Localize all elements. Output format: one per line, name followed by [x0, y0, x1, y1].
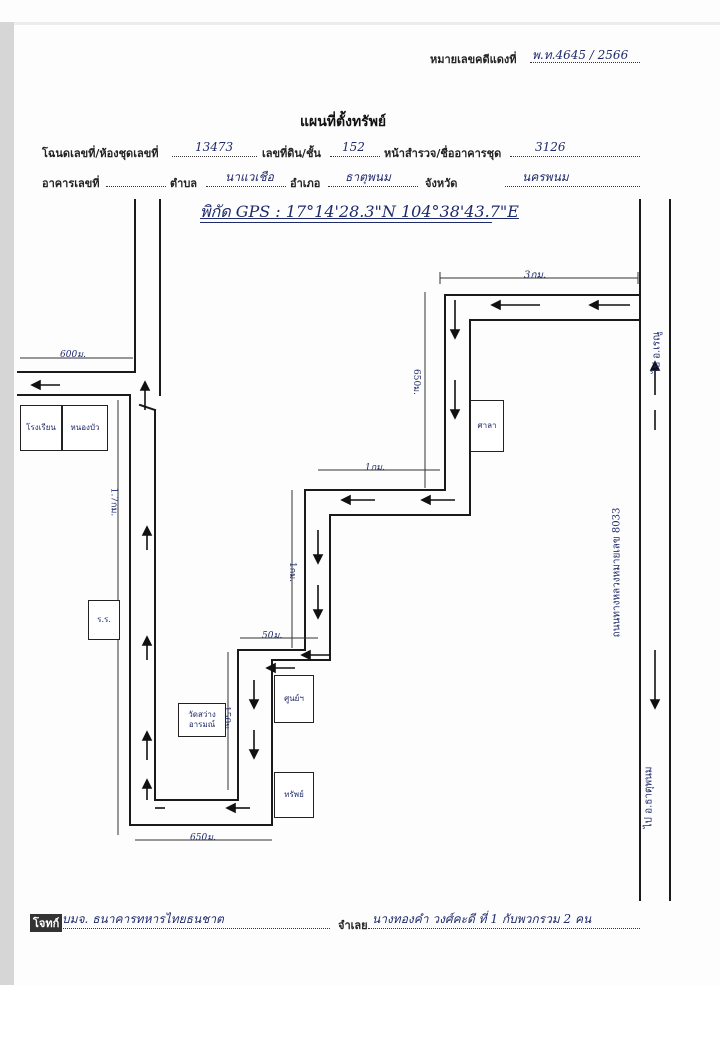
scan-edge [0, 22, 14, 985]
land-number-value: 152 [342, 140, 365, 154]
landmark-box-property: ทรัพย์ [274, 772, 314, 818]
page-title: แผนที่ตั้งทรัพย์ [300, 114, 387, 130]
subdistrict-value: นาแวเชือ [225, 170, 274, 184]
deed-label: โฉนดเลขที่/ห้องชุดเลขที่ [42, 147, 159, 160]
gps-coordinates: พิกัด GPS : 17°14'28.3"N 104°38'43.7"E [200, 202, 519, 221]
building-label: อาคารเลขที่ [42, 177, 100, 190]
distance-label-mid2: 1กม. [286, 562, 297, 582]
road-line [138, 403, 157, 412]
survey-label: หน้าสำรวจ/ชื่ออาคารชุด [384, 147, 502, 160]
scan-top-edge [14, 22, 720, 25]
case-number-label: หมายเลขคดีแดงที่ [430, 53, 517, 66]
defendant-value: นางทองคำ วงศ์คะดี ที่ 1 กับพวกรวม 2 คน [372, 912, 592, 926]
province-value: นครพนม [522, 170, 569, 184]
subdistrict-underline [206, 186, 286, 187]
province-underline [505, 186, 640, 187]
plaintiff-value: บมจ. ธนาคารทหารไทยธนชาต [62, 912, 224, 926]
defendant-underline [368, 928, 640, 929]
case-number-value: พ.ท.4645 / 2566 [532, 48, 629, 62]
defendant-label: จำเลย [338, 919, 368, 932]
landmark-box-left-2: หนองบัว [62, 405, 108, 451]
direction-top-label: ไป อ.เรณู [651, 331, 663, 374]
deed-underline [172, 156, 257, 157]
distance-label-mid3: 50ม. [262, 631, 283, 641]
landmark-box-right-1: ศาลา [470, 400, 504, 452]
district-label: อำเภอ [290, 177, 321, 190]
distance-label-top: 3กม. [524, 270, 547, 281]
survey-value: 3126 [535, 140, 566, 154]
province-label: จังหวัด [425, 177, 458, 190]
direction-bottom-label: ไป อ.ธาตุพนม [643, 766, 655, 829]
subdistrict-label: ตำบล [170, 177, 198, 190]
gps-double-underline [200, 222, 492, 223]
plaintiff-label: โจทก์ [30, 914, 63, 932]
case-number-underline [530, 62, 640, 63]
land-number-label: เลขที่ดิน/ชั้น [262, 147, 321, 160]
landmark-box-school: ร.ร. [88, 600, 120, 640]
highway-label: ถนนทางหลวงหมายเลข 8033 [611, 507, 623, 638]
distance-label-bottom: 650ม. [190, 833, 216, 843]
building-underline [106, 186, 166, 187]
district-value: ธาตุพนม [345, 170, 391, 184]
document-sheet [0, 0, 720, 985]
distance-label-v2: 1.7กม. [108, 487, 119, 517]
land-number-underline [330, 156, 380, 157]
plaintiff-underline [60, 928, 330, 929]
distance-label-mid1: 1กม. [365, 463, 385, 473]
district-underline [328, 186, 418, 187]
landmark-box-temple: วัดสว่าง อารมณ์ [178, 703, 226, 737]
landmark-box-right-2: ศูนย์ฯ [274, 675, 314, 723]
survey-underline [510, 156, 640, 157]
deed-value: 13473 [195, 140, 234, 154]
distance-label-v1: 650ม. [410, 369, 421, 395]
location-map [17, 199, 671, 901]
distance-label-left: 600ม. [60, 350, 86, 360]
landmark-box-school-left: โรงเรียน [20, 405, 62, 451]
